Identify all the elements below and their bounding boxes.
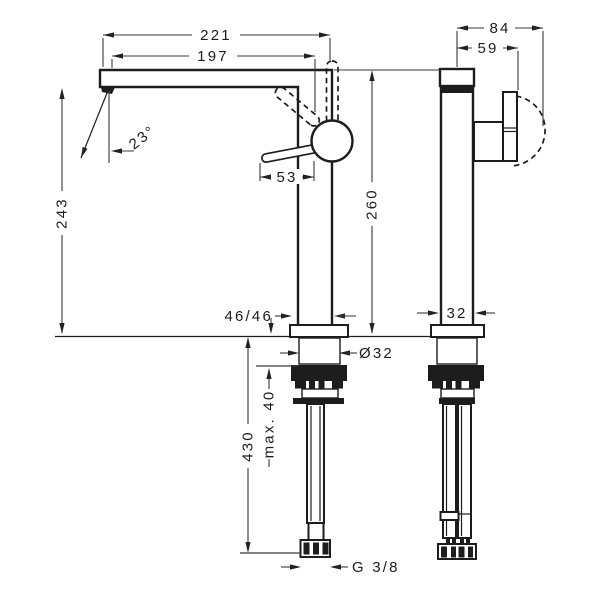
mounting-nut-side <box>428 365 484 381</box>
nut-castellations-front <box>295 381 343 389</box>
supply-hoses-side <box>439 403 472 539</box>
dim-dia-32: Ø32 <box>280 345 394 362</box>
dim-angle-label: 23° <box>126 122 160 153</box>
threaded-shank-front <box>298 337 341 365</box>
dim-260-label: 260 <box>364 188 381 220</box>
mounting-nut-front <box>291 365 347 381</box>
dim-angle-23: 23° <box>80 87 160 163</box>
dim-46-46: 46/46 <box>224 308 356 334</box>
threaded-shank-lower-front <box>301 388 339 399</box>
dim-84-label: 84 <box>489 20 510 37</box>
lever-swing-dashed <box>511 95 546 167</box>
hose-connector-front <box>299 539 331 558</box>
shank-end-cap-side <box>439 398 475 404</box>
dim-84: 84 <box>456 20 544 126</box>
threaded-shank-side <box>436 337 478 365</box>
dim-53: 53 <box>259 161 315 186</box>
stream-direction-arrow <box>81 146 88 158</box>
faucet-body-front <box>98 68 334 328</box>
shank-end-cap-front <box>293 398 344 404</box>
front-view <box>55 60 484 558</box>
dim-46-46-label: 46/46 <box>224 308 273 325</box>
dim-221-label: 221 <box>200 27 232 44</box>
lever-dashed-mid <box>274 86 321 127</box>
dim-59: 59 <box>457 40 519 90</box>
handle-housing-side <box>473 121 505 162</box>
lever-side <box>502 91 518 162</box>
dim-g38: G 3/8 <box>281 559 400 576</box>
dim-max-40: max. 40 <box>256 365 298 467</box>
faucet-body-side <box>439 82 475 328</box>
dim-197: 197 <box>111 48 316 112</box>
dim-430: 430 <box>239 337 300 554</box>
base-plate-front <box>289 324 349 338</box>
lever-solid <box>261 144 318 163</box>
dim-260: 260 <box>334 69 439 334</box>
base-plate-side <box>430 324 485 338</box>
hose-clip <box>439 511 460 521</box>
dim-g38-label: G 3/8 <box>352 559 400 576</box>
spout-shadow-band <box>441 84 473 93</box>
dim-max-40-label: max. 40 <box>261 390 278 459</box>
hose-connectors-side <box>437 538 477 560</box>
nut-castellations-side <box>432 381 480 389</box>
dim-243-label: 243 <box>54 197 71 229</box>
dim-430-label: 430 <box>240 430 257 462</box>
handle-knob <box>310 119 354 163</box>
dim-243: 243 <box>53 88 71 334</box>
side-view <box>428 67 546 560</box>
dim-197-label: 197 <box>197 48 229 65</box>
threaded-shank-lower-side <box>440 388 475 399</box>
dim-53-label: 53 <box>276 169 297 186</box>
dim-221: 221 <box>102 27 331 67</box>
spout-side <box>438 67 476 88</box>
dim-32-label: 32 <box>446 305 467 322</box>
dim-dia-32-label: Ø32 <box>359 345 394 362</box>
dim-32: 32 <box>417 305 495 322</box>
supply-hose-front <box>306 403 325 541</box>
dim-59-label: 59 <box>477 40 498 57</box>
